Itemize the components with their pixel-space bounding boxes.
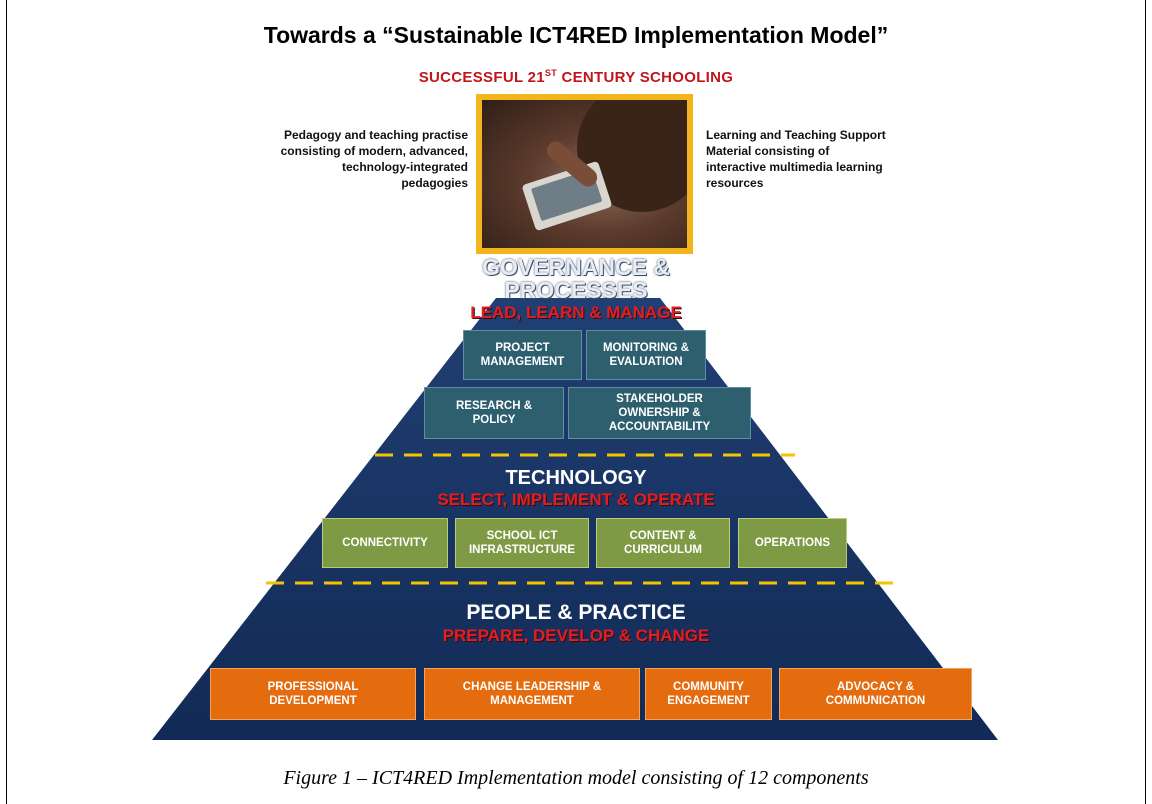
figure-frame bbox=[6, 0, 1146, 804]
ltsm-line: Material consisting of bbox=[706, 144, 830, 158]
schooling-heading-sup: ST bbox=[544, 68, 557, 78]
component-change-leadership: CHANGE LEADERSHIP &MANAGEMENT bbox=[424, 668, 640, 720]
figure-caption: Figure 1 – ICT4RED Implementation model … bbox=[283, 767, 869, 789]
pedagogy-line: pedagogies bbox=[401, 176, 468, 190]
component-advocacy-communication: ADVOCACY &COMMUNICATION bbox=[779, 668, 972, 720]
component-operations: OPERATIONS bbox=[738, 518, 847, 568]
component-research-policy: RESEARCH &POLICY bbox=[424, 387, 564, 439]
pedagogy-line: Pedagogy and teaching practise bbox=[283, 128, 468, 142]
learner-tablet-photo bbox=[476, 94, 693, 254]
ltsm-line: Learning and Teaching Support bbox=[706, 128, 886, 142]
schooling-heading-tail: CENTURY SCHOOLING bbox=[557, 69, 734, 86]
schooling-heading-main: SUCCESSFUL 21 bbox=[418, 69, 545, 86]
pedagogy-line: technology-integrated bbox=[341, 160, 468, 174]
component-monitoring-evaluation: MONITORING &EVALUATION bbox=[586, 330, 706, 380]
component-connectivity: CONNECTIVITY bbox=[322, 518, 448, 568]
pedagogy-text: Pedagogy and teaching practise consistin… bbox=[254, 127, 468, 191]
technology-title: TECHNOLOGY bbox=[505, 467, 647, 489]
people-practice-tagline: PREPARE, DEVELOP & CHANGE bbox=[442, 626, 710, 645]
technology-tagline: SELECT, IMPLEMENT & OPERATE bbox=[437, 490, 715, 509]
pedagogy-line: consisting of modern, advanced, bbox=[280, 144, 468, 158]
schooling-heading: SUCCESSFUL 21ST CENTURY SCHOOLING bbox=[0, 68, 1152, 86]
ltsm-text: Learning and Teaching Support Material c… bbox=[706, 127, 936, 191]
figure-title: Towards a “Sustainable ICT4RED Implement… bbox=[263, 22, 889, 48]
component-content-curriculum: CONTENT &CURRICULUM bbox=[596, 518, 730, 568]
ltsm-line: interactive multimedia learning bbox=[706, 160, 883, 174]
governance-tagline: LEAD, LEARN & MANAGE bbox=[470, 303, 682, 322]
ltsm-line: resources bbox=[706, 176, 764, 190]
governance-title: GOVERNANCE & PROCESSES bbox=[0, 256, 1152, 302]
people-practice-title: PEOPLE & PRACTICE bbox=[466, 601, 686, 624]
governance-title-line: PROCESSES bbox=[504, 277, 648, 303]
governance-title-line: GOVERNANCE & bbox=[482, 254, 670, 280]
